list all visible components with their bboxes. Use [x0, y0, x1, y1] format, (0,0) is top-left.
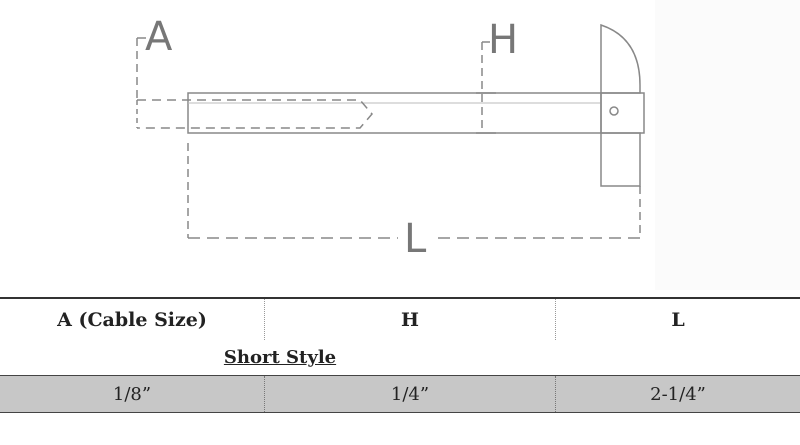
dimension-h-label: H: [488, 17, 518, 63]
shank-outline: [187, 92, 602, 134]
spec-table: A (Cable Size) H L Short Style 1/8” 1/4”…: [0, 297, 800, 413]
dimension-l-label: L: [404, 216, 427, 262]
head-flag-bottom: [600, 132, 641, 187]
background-panel: [655, 0, 800, 290]
dimension-a-label: A: [145, 14, 173, 60]
cell-cable-size: 1/8”: [112, 383, 152, 405]
section-title: Short Style: [223, 347, 337, 368]
header-h: H: [264, 299, 555, 340]
cell-l: 2-1/4”: [555, 376, 800, 412]
head-hole: [609, 106, 619, 116]
header-l: L: [555, 299, 800, 340]
section-row: Short Style: [0, 340, 800, 375]
table-header-row: A (Cable Size) H L: [0, 297, 800, 340]
table-row: 1/8” 1/4” 2-1/4”: [0, 375, 800, 413]
cell-h: 1/4”: [264, 376, 555, 412]
hammer-fitting-diagram: A H L: [136, 0, 800, 290]
head-flag-top: [600, 23, 641, 94]
cable-bore-dashed: [137, 99, 373, 129]
head-block: [600, 92, 645, 134]
header-cable-size: A (Cable Size): [57, 308, 207, 331]
